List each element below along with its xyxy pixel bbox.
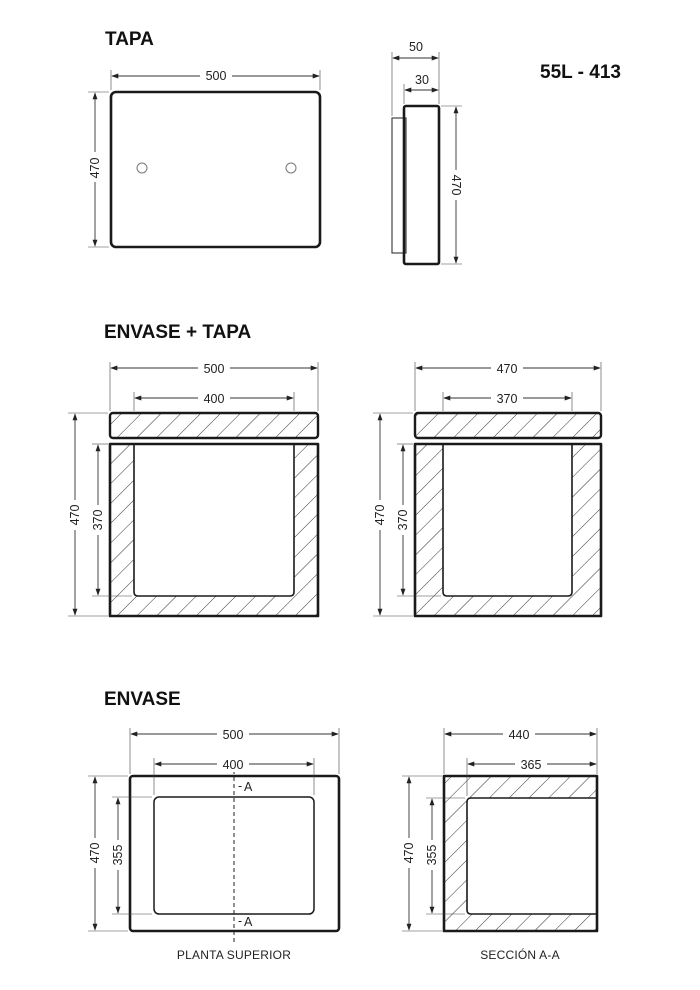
dim-et-right-inner-width: 370 <box>497 392 518 406</box>
section-envase-tapa: ENVASE + TAPA 500 400 470 <box>66 322 603 618</box>
dim-et-left-inner-width: 400 <box>204 392 225 406</box>
assembly-side-section: 470 370 470 370 <box>371 360 603 618</box>
lid-front-view <box>109 90 322 249</box>
section-title-envase-tapa: ENVASE + TAPA <box>104 322 252 343</box>
dim-et-left-outer-width: 500 <box>204 362 225 376</box>
container-section-left <box>108 442 320 618</box>
section-envase: ENVASE - A - A 500 400 <box>86 689 599 962</box>
dim-et-left-outer-height: 470 <box>68 505 82 526</box>
lid-side-view <box>402 104 441 266</box>
dim-envase-plan-outer-width: 500 <box>223 728 244 742</box>
dim-tapa-height: 470 <box>88 158 102 179</box>
caption-planta-superior: PLANTA SUPERIOR <box>177 948 291 962</box>
dim-envase-section-inner-height: 355 <box>425 845 439 866</box>
dim-envase-plan-inner-height: 355 <box>111 845 125 866</box>
section-inner-outline <box>466 797 597 915</box>
lid-hole-right <box>285 162 297 174</box>
dim-et-right-outer-width: 470 <box>497 362 518 376</box>
container-section-view: 440 365 470 355 SECCIÓN A-A <box>400 726 599 962</box>
lid-hole-left <box>136 162 148 174</box>
dim-tapa-side-inner: 30 <box>415 73 429 87</box>
section-title-tapa: TAPA <box>105 29 154 50</box>
dim-tapa-side-outer: 50 <box>409 40 423 54</box>
cut-label-top: A <box>244 780 253 794</box>
dim-et-right-inner-height: 370 <box>396 510 410 531</box>
section-title-envase: ENVASE <box>104 689 181 710</box>
section-tapa: TAPA 500 470 50 30 470 <box>86 29 465 266</box>
cut-label-bottom: A <box>244 915 253 929</box>
assembly-front-section: 500 400 470 370 <box>66 360 320 618</box>
section-outer-outline <box>442 774 599 933</box>
dim-tapa-side-height: 470 <box>449 175 463 196</box>
dim-envase-section-outer-height: 470 <box>402 843 416 864</box>
container-section-right <box>413 442 603 618</box>
model-code: 55L - 413 <box>540 62 621 83</box>
dim-et-left-inner-height: 370 <box>91 510 105 531</box>
dim-envase-plan-inner-width: 400 <box>223 758 244 772</box>
dim-et-right-outer-height: 470 <box>373 505 387 526</box>
lid-section-right <box>413 411 603 440</box>
dim-envase-plan-outer-height: 470 <box>88 843 102 864</box>
svg-text:-: - <box>238 914 242 928</box>
lid-section-left <box>108 411 320 440</box>
dim-envase-section-inner-width: 365 <box>521 758 542 772</box>
svg-text:-: - <box>238 779 242 793</box>
dim-tapa-width: 500 <box>206 69 227 83</box>
container-plan-view: - A - A 500 400 470 <box>86 726 341 962</box>
caption-seccion-a-a: SECCIÓN A-A <box>480 947 560 962</box>
dim-envase-section-outer-width: 440 <box>509 728 530 742</box>
lid-side-lip <box>391 117 407 254</box>
